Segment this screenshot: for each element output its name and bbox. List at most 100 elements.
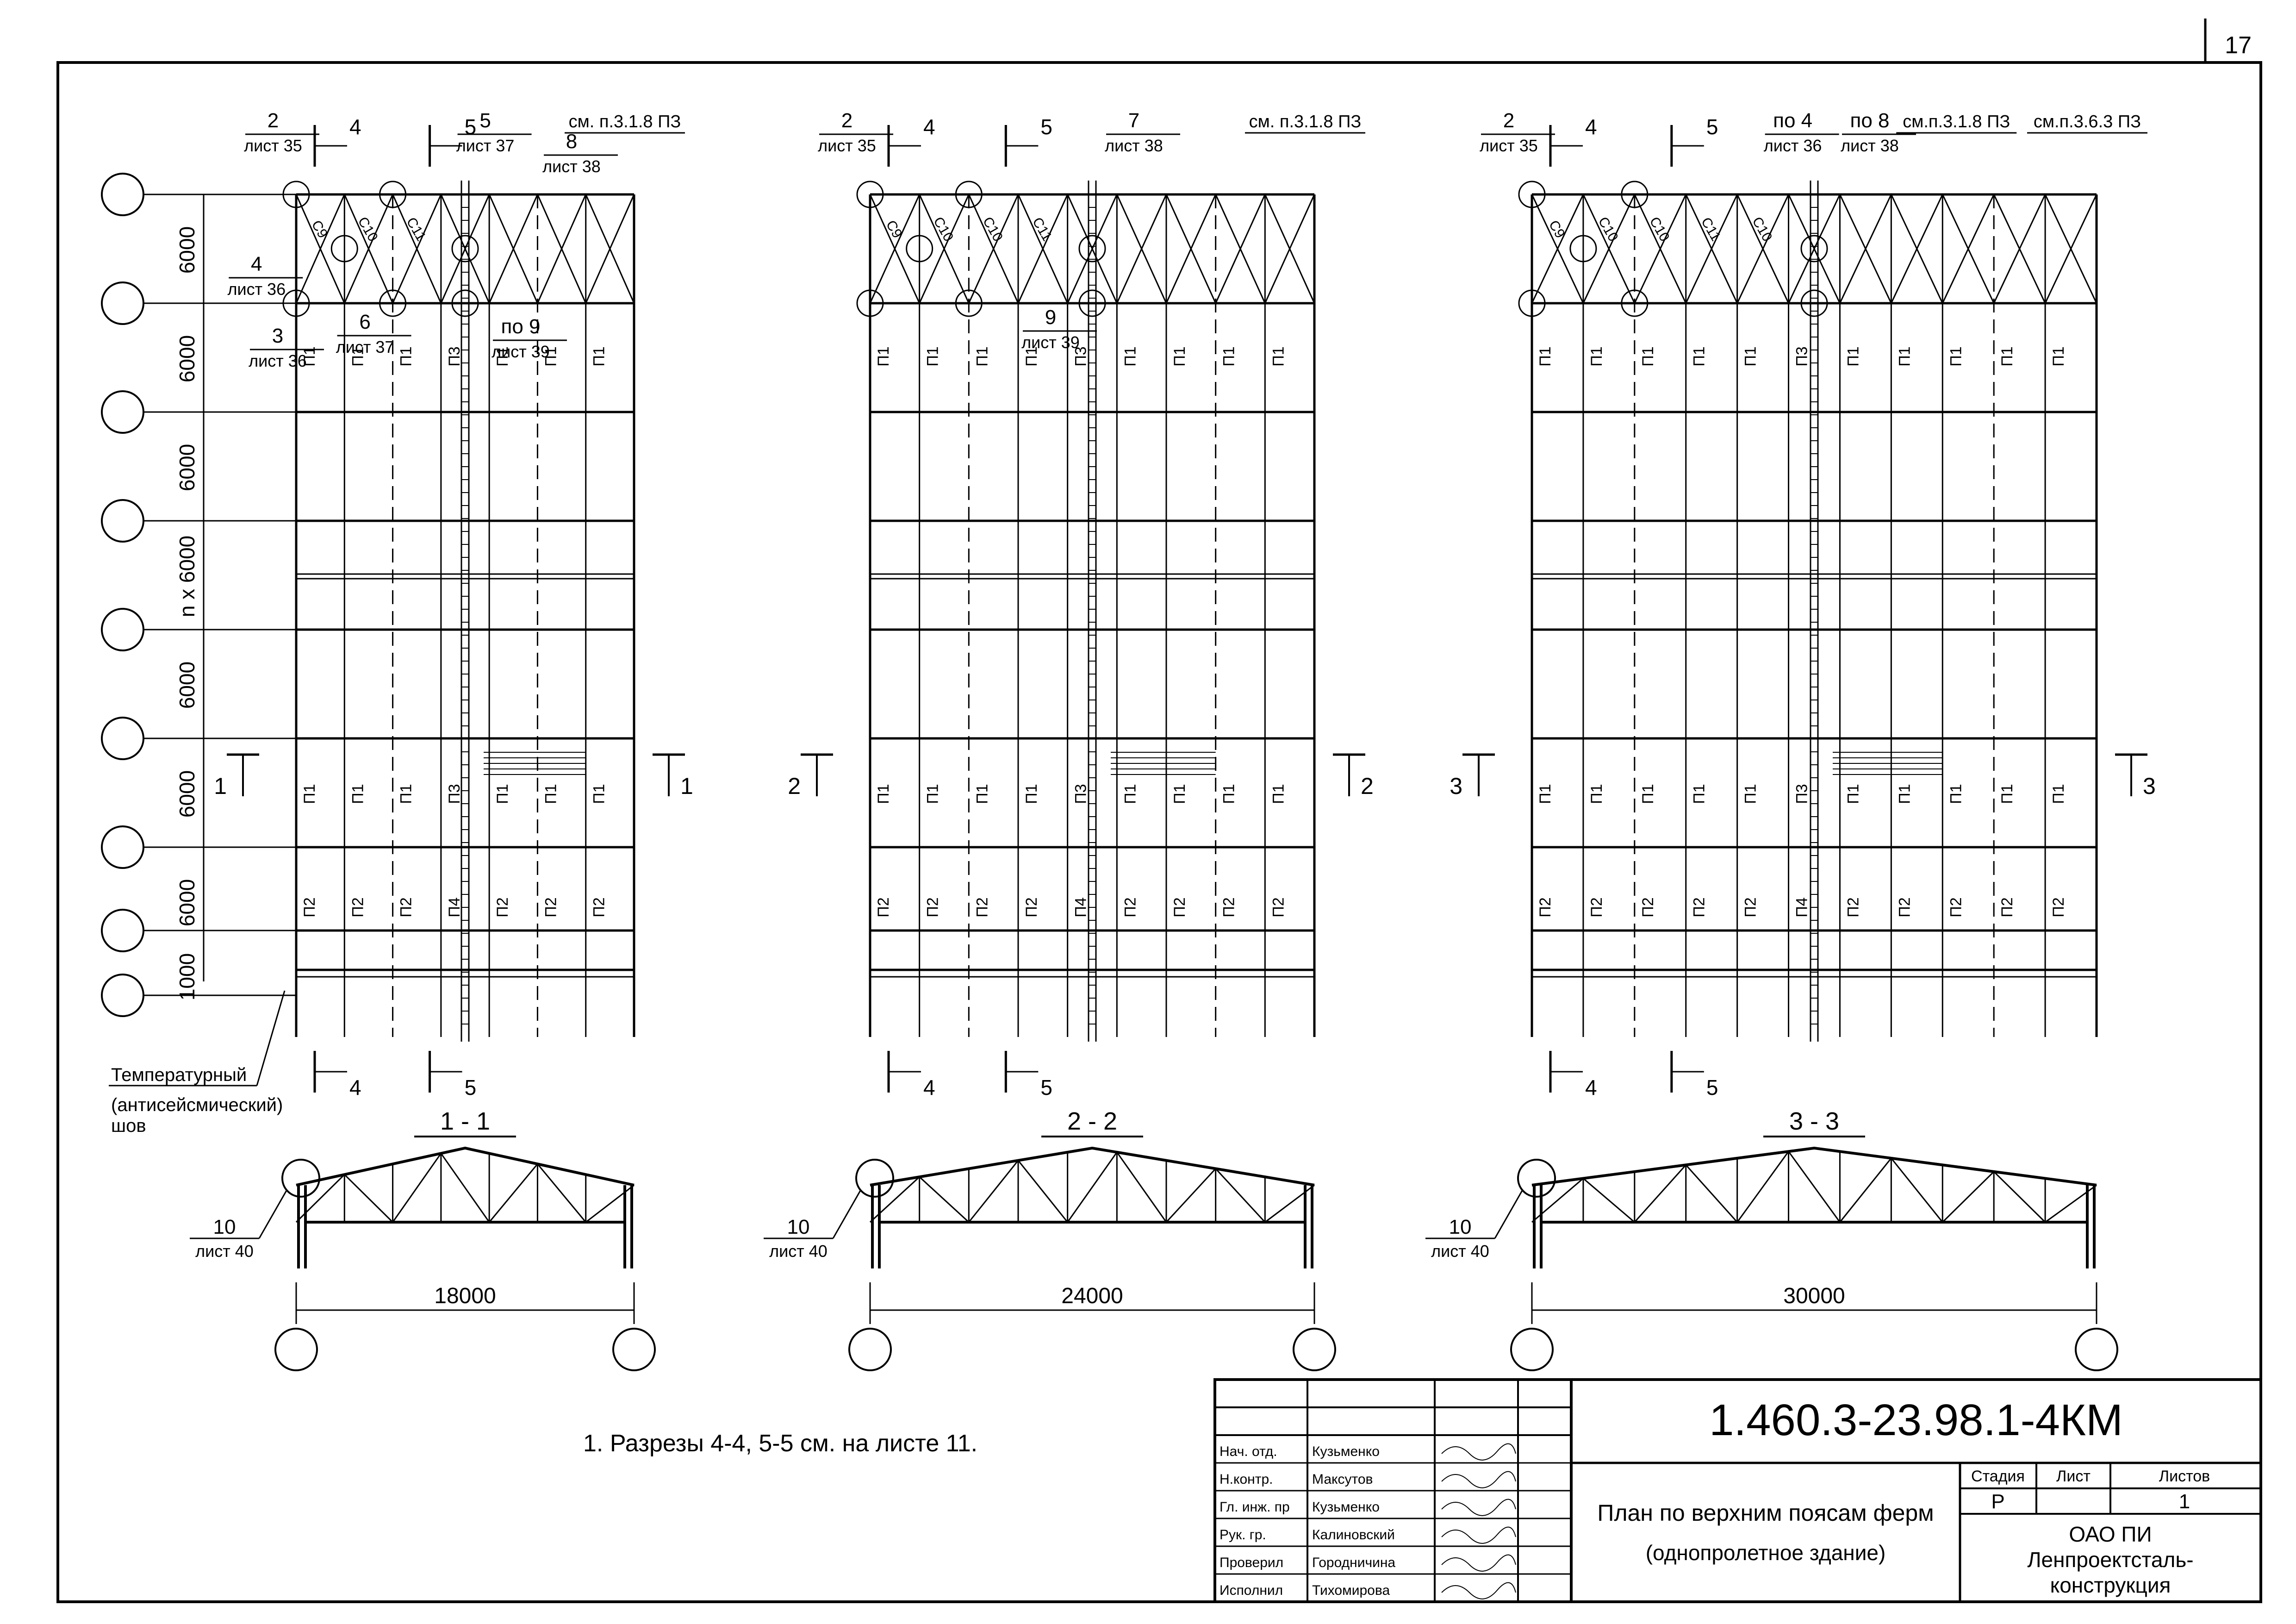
section-mark-label: 4	[1585, 1075, 1597, 1099]
brace	[295, 194, 345, 304]
callout-number: 8	[566, 130, 577, 153]
brace	[1531, 194, 1584, 304]
section-title: 3 - 3	[1789, 1107, 1839, 1135]
dim-7: 6000	[175, 879, 199, 926]
truss-web	[488, 1163, 538, 1223]
section-mark-label: 5	[1706, 115, 1718, 139]
purlin-label: П3	[1793, 346, 1811, 366]
brace	[1839, 194, 1892, 304]
node-circle	[1569, 235, 1597, 262]
truss-web	[1165, 1168, 1216, 1223]
truss-web	[344, 1174, 393, 1223]
truss-web	[1582, 1178, 1635, 1223]
purlin-label: П3	[1072, 346, 1090, 366]
purlin-label: П1	[1269, 784, 1287, 804]
callout-sheet: лист 39	[1021, 333, 1080, 352]
callout-number: по 8	[1850, 109, 1890, 132]
role-label: Исполнил	[1220, 1583, 1283, 1598]
purlin-label: П1	[301, 784, 318, 804]
node-circle	[1800, 289, 1828, 317]
role-label: Проверил	[1220, 1555, 1283, 1570]
span-dimension: 30000	[1783, 1284, 1845, 1308]
purlin-label: П4	[446, 897, 463, 917]
axis-bubble-bottom	[274, 1328, 318, 1371]
role-label: Н.контр.	[1220, 1472, 1273, 1487]
node-10-circle	[855, 1159, 894, 1198]
brace	[537, 194, 587, 304]
purlin-label: П1	[924, 784, 942, 804]
purlin-label: П2	[1998, 897, 2016, 917]
axis-bubble	[101, 390, 144, 434]
purlin-label: П2	[1537, 897, 1554, 917]
node-circle	[1078, 235, 1106, 262]
axis-bubble	[101, 974, 144, 1017]
node-circle	[1621, 289, 1649, 317]
purlin-label: П1	[875, 346, 892, 366]
purlin-label: П1	[542, 784, 560, 804]
signature	[1441, 1554, 1516, 1572]
cut-label-right: 2	[1361, 773, 1374, 799]
joint-label-3: шов	[111, 1116, 146, 1136]
dim-1: 6000	[175, 226, 199, 274]
name-label: Городничина	[1312, 1555, 1395, 1570]
purlin-label: П2	[1171, 897, 1188, 917]
top-chord	[870, 1146, 1315, 1187]
node-circle	[282, 289, 310, 317]
callout-sheet: лист 37	[456, 136, 515, 155]
purlin-label: П1	[1947, 784, 1965, 804]
span-dimension: 18000	[434, 1284, 496, 1308]
purlin-label: П1	[494, 346, 511, 366]
callout-number: 2	[841, 109, 852, 132]
callout-reference: см. п.3.1.8 ПЗ	[1249, 112, 1362, 131]
brace	[869, 194, 921, 304]
purlin-label: П1	[1171, 784, 1188, 804]
purlin-label: П1	[2050, 784, 2067, 804]
purlin-label: П1	[1121, 784, 1139, 804]
callout-sheet: лист 36	[227, 280, 286, 299]
dim-5: 6000	[175, 662, 199, 709]
callout-sheet: лист 36	[249, 351, 307, 370]
callout-sheet: лист 36	[1764, 136, 1822, 155]
node-circle	[1800, 235, 1828, 262]
purlin-label: П1	[1023, 346, 1040, 366]
brace	[1067, 194, 1118, 304]
callout-sheet: лист 35	[244, 136, 302, 155]
sheet-frame	[56, 61, 2262, 1603]
callout-reference: см.п.3.1.8 ПЗ	[1903, 112, 2010, 131]
callout-ref: см. п.3.1.8 ПЗ	[565, 112, 685, 134]
sheets-value: 1	[2179, 1490, 2190, 1513]
top-chord	[296, 1146, 635, 1187]
callout-4: по 4 лист 36	[1764, 109, 1839, 155]
callout-2: 2 лист 35	[818, 109, 893, 155]
brace	[1685, 194, 1738, 304]
callout-number: по 4	[1773, 109, 1812, 132]
dim-2: 6000	[175, 335, 199, 382]
purlin-label: П1	[924, 346, 942, 366]
node-circle	[451, 289, 479, 317]
purlin-label: П1	[398, 784, 415, 804]
brace	[1017, 194, 1069, 304]
purlin-label: П1	[349, 346, 367, 366]
truss-web	[1017, 1160, 1068, 1223]
purlin-label: П1	[973, 784, 991, 804]
callout-number: 2	[268, 109, 279, 132]
temperature-joint-label: Температурный (антисейсмический) шов	[109, 990, 286, 1136]
axis-bubble-bottom	[848, 1328, 892, 1371]
purlin-label: П1	[1998, 784, 2016, 804]
brace	[585, 194, 635, 304]
purlin-label: П1	[1742, 784, 1760, 804]
dim-3: 6000	[175, 444, 199, 491]
callout-sheet: лист 35	[818, 136, 876, 155]
cut-label-right: 3	[2143, 773, 2156, 799]
purlin-label: П1	[1691, 784, 1708, 804]
